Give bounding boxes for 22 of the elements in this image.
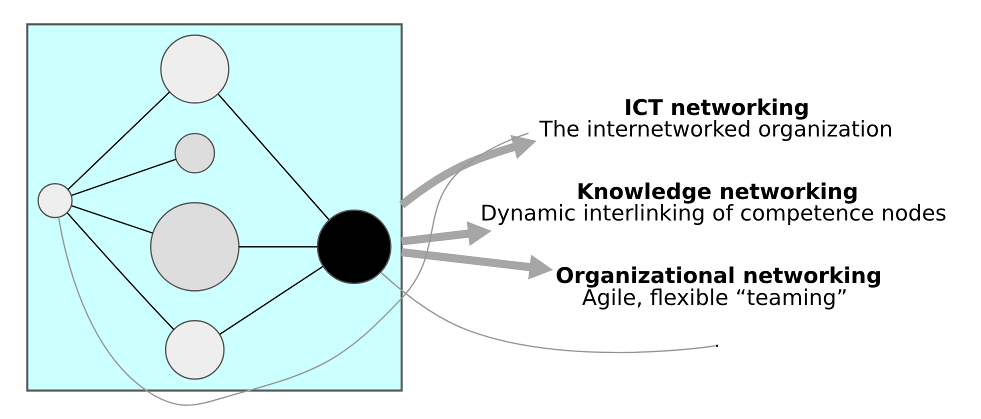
connector (68, 92, 170, 190)
arrow (401, 221, 492, 246)
node-text: ICT networking The internetworked organization (539, 96, 893, 143)
connector (220, 266, 324, 335)
connector (380, 272, 716, 354)
connector (66, 212, 174, 330)
node-circle (316, 209, 392, 284)
connector (71, 205, 153, 234)
connector (238, 246, 318, 248)
node-circle (160, 34, 230, 104)
node-circle (174, 132, 216, 174)
node-circle (150, 202, 240, 292)
arrow (399, 135, 537, 208)
connector (58, 132, 529, 406)
node-text: Knowledge networking Dynamic interlinking of competence nodes (480, 180, 947, 227)
cluster (26, 23, 403, 392)
connector (218, 94, 330, 220)
connector (71, 158, 176, 196)
node-circle (37, 183, 73, 218)
node-text: Organizational networking Agile, flexible “teaming” (556, 264, 882, 311)
arrow (401, 248, 554, 280)
node-circle (164, 320, 225, 380)
